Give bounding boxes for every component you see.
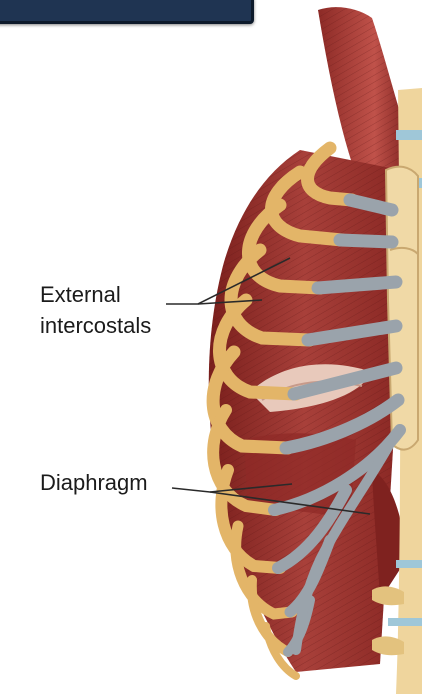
leader-line-external-intercostals-2 <box>197 299 263 305</box>
label-external-intercostals-line2: intercostals <box>40 313 152 338</box>
disc <box>396 560 422 568</box>
ribs <box>206 141 406 680</box>
disc <box>396 130 422 140</box>
leader-line-diaphragm-2 <box>209 491 371 515</box>
disc <box>388 618 422 626</box>
label-external-intercostals-line1: External <box>40 282 121 307</box>
label-diaphragm: Diaphragm <box>40 470 148 495</box>
title-bar <box>0 0 254 24</box>
leader-lines <box>166 257 371 515</box>
